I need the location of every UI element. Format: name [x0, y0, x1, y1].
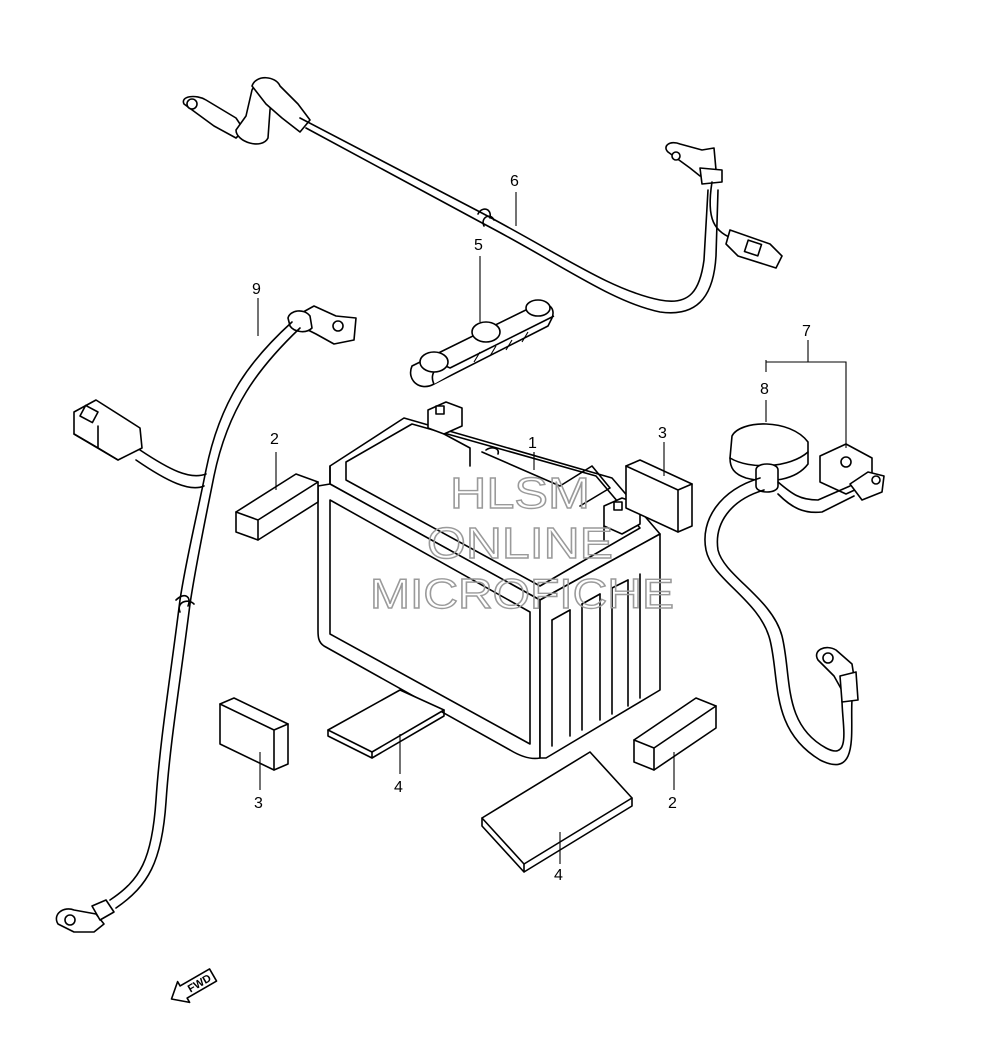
callout-1: 1: [528, 435, 537, 452]
callout-6: 6: [510, 173, 519, 190]
watermark: HLSM ONLINE MICROFICHE: [369, 468, 674, 617]
callout-7: 7: [802, 323, 811, 340]
pad-2-right: [633, 697, 717, 771]
callout-4-center: 4: [394, 779, 403, 796]
callout-4-lower: 4: [554, 867, 563, 884]
fwd-label: FWD: [186, 972, 214, 995]
cable-assembly-9: [55, 305, 357, 933]
cable-assembly-7: [704, 423, 885, 766]
watermark-line-3: MICROFICHE: [370, 570, 674, 617]
watermark-line-1: HLSM: [450, 469, 590, 518]
battery-holder-5: [409, 299, 555, 388]
callout-5: 5: [474, 237, 483, 254]
callout-3-right: 3: [658, 425, 667, 442]
pad-4-lower: [481, 751, 633, 873]
pad-3-left: [219, 697, 289, 771]
battery-1: [317, 401, 661, 760]
leader-lines: [257, 192, 847, 864]
callout-9: 9: [252, 281, 261, 298]
watermark-line-2: ONLINE: [427, 519, 613, 568]
pad-2-left: [235, 473, 319, 541]
callout-2-right: 2: [668, 795, 677, 812]
callout-8: 8: [760, 381, 769, 398]
pad-3-right: [625, 459, 693, 533]
callout-3-left: 3: [254, 795, 263, 812]
cable-assembly-6: [182, 76, 783, 314]
pad-4-center: [327, 689, 445, 759]
fwd-arrow-icon: FWD: [170, 968, 218, 1004]
callout-2-left: 2: [270, 431, 279, 448]
